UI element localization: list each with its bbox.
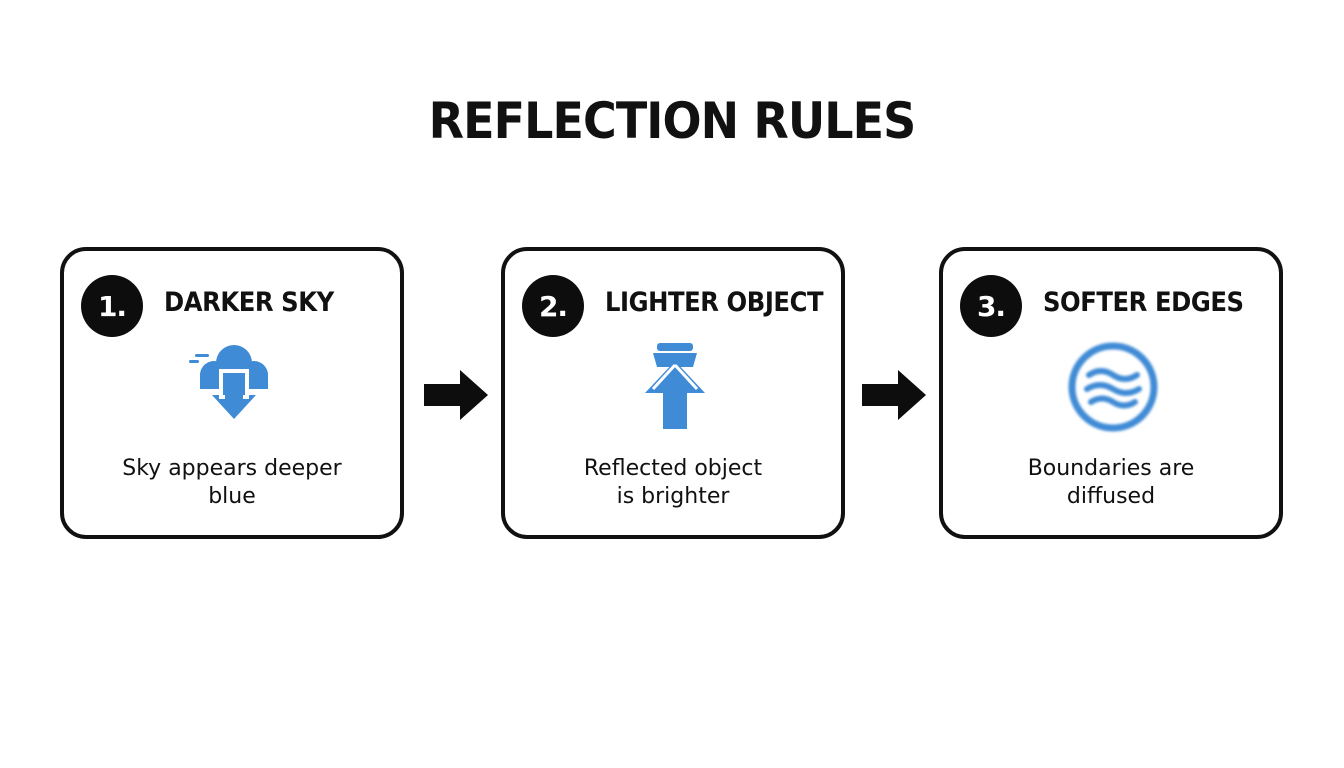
- step-description: Boundaries are diffused: [1027, 456, 1195, 509]
- step-card-darker-sky: 1. DARKER SKY Sky appears deeper blue: [60, 247, 404, 539]
- flow-arrow-right-icon: [862, 370, 926, 420]
- step-heading: LIGHTER OBJECT: [605, 287, 824, 318]
- page-title: REFLECTION RULES: [428, 92, 917, 150]
- step-number-badge: 2.: [522, 275, 584, 337]
- up-arrow-icon: [645, 343, 705, 429]
- step-description: Reflected object is brighter: [583, 456, 763, 509]
- step-heading: DARKER SKY: [164, 287, 334, 318]
- step-description: Sky appears deeper blue: [122, 456, 342, 509]
- wavy-circle-icon: [1068, 342, 1158, 432]
- cloud-down-arrow-icon: [189, 345, 268, 419]
- step-number-badge: 1.: [81, 275, 143, 337]
- step-number-badge: 3.: [960, 275, 1022, 337]
- flow-arrow-right-icon: [424, 370, 488, 420]
- step-card-softer-edges: 3. SOFTER EDGES Boundaries are diffused: [939, 247, 1283, 539]
- step-heading: SOFTER EDGES: [1043, 287, 1244, 318]
- step-card-lighter-object: 2. LIGHTER OBJECT Reflected object is br…: [501, 247, 845, 539]
